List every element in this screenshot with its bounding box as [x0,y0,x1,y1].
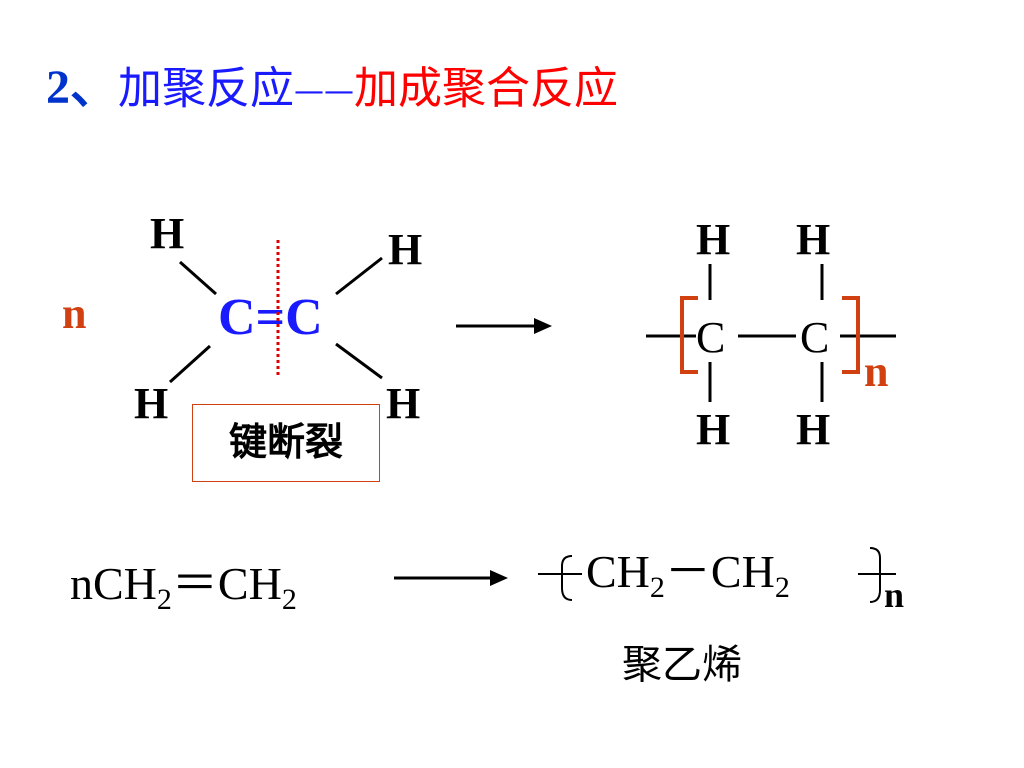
h-top-2: H [796,215,831,264]
reactant-sub-2: 2 [281,583,297,616]
product-n: n [884,575,905,615]
reactant-eq-ch: ＝CH [171,558,282,609]
product-ch: CH [586,546,650,597]
bond-bottom-right [335,342,383,380]
h-bottom-right: H [386,379,421,428]
h-top-1: H [696,215,731,264]
product-sub-2: 2 [774,571,790,604]
bond-break-box: 键断裂 [192,404,380,482]
title-red-text: 加成聚合反应 [354,63,619,114]
bottom-arrow-head [490,570,508,586]
product-bracket-right [869,547,881,603]
bond-bottom-left [168,344,212,384]
carbon-1: C [696,313,726,362]
h-top-left: H [150,209,185,258]
coefficient-n: n [62,289,87,338]
h-bottom-2: H [796,405,831,454]
product-formula: CH2－CH2 [586,546,790,603]
carbon-double-bond: C=C [218,289,323,346]
product-dash-ch: －CH [664,546,775,597]
reactant-sub-1: 2 [156,583,172,616]
h-bottom-1: H [696,405,731,454]
h-top-right: H [388,225,423,274]
top-arrow-head [534,318,552,334]
slide-title: 2、加聚反应——加成聚合反应 [46,56,618,124]
title-blue-text: 加聚反应 [118,63,295,114]
bracket-right [842,296,860,374]
product-name: 聚乙烯 [622,642,742,688]
title-dash: —— [294,73,355,109]
reactant-formula: nCH2＝CH2 [70,558,297,615]
bracket-left [680,296,698,374]
product-bracket-left [561,555,573,601]
bond-top-right [335,256,383,296]
product-sub-1: 2 [649,571,665,604]
bond-top-left [179,260,217,296]
carbon-2: C [800,313,830,362]
title-number: 2、 [46,61,119,114]
repeat-n: n [864,347,889,396]
reactant-nch: nCH [70,558,157,609]
h-bottom-left: H [134,379,169,428]
